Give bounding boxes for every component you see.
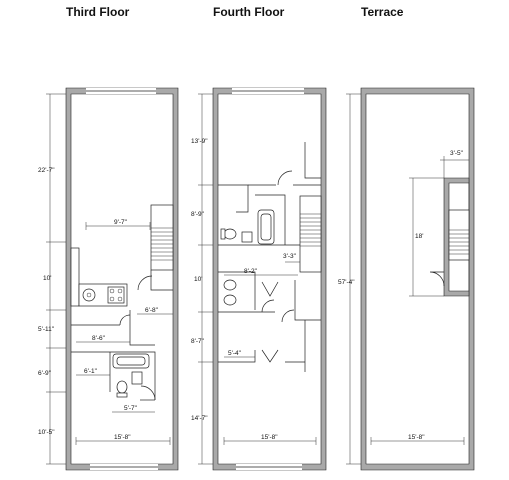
dimension-label: 14'-7" bbox=[191, 415, 208, 422]
bathroom-sink-icon bbox=[241, 231, 253, 243]
dimension-label: 5'-11" bbox=[38, 326, 55, 333]
door-swing bbox=[261, 281, 279, 297]
toilet-icon bbox=[223, 228, 237, 240]
dimension-label: 3'-5" bbox=[450, 150, 464, 157]
dimension-label: 6'-8" bbox=[145, 307, 159, 314]
dimension-label: 3'-3" bbox=[283, 253, 297, 260]
staircase bbox=[150, 204, 174, 271]
fourth-floor-outer-wall bbox=[212, 87, 327, 471]
dimension-label: 8'-7" bbox=[191, 338, 205, 345]
dimension-label: 5'-7" bbox=[124, 405, 138, 412]
stair-treads bbox=[151, 227, 173, 261]
dimension-label: 6'-1" bbox=[84, 368, 98, 375]
dimension-label: 57'-4" bbox=[338, 279, 355, 286]
dimension-label: 13'-9" bbox=[191, 138, 208, 145]
door-swing bbox=[281, 309, 295, 323]
bathroom-wall bbox=[218, 271, 256, 310]
partition-wall bbox=[218, 184, 249, 213]
closet-wall bbox=[294, 280, 321, 321]
bathroom-sink-icon bbox=[131, 371, 143, 385]
door-swing bbox=[261, 349, 279, 363]
dimension-label: 15'-8" bbox=[261, 434, 278, 441]
closet-wall bbox=[304, 142, 321, 179]
dimension-label: 8'-9" bbox=[191, 211, 205, 218]
third-floor-title: Third Floor bbox=[66, 5, 130, 19]
third-floor-plan: 22'-7" 9'-7" 10' 6'-8" 5'-11" 8'-6" 6'-9… bbox=[38, 87, 179, 471]
third-floor-dimension-lines bbox=[46, 93, 173, 465]
partition-wall bbox=[218, 350, 256, 363]
toilet-icon bbox=[223, 294, 237, 306]
fourth-floor-dimension-lines bbox=[198, 93, 317, 465]
bathroom-wall bbox=[255, 194, 286, 245]
terrace-title: Terrace bbox=[361, 5, 404, 19]
stair-treads bbox=[300, 213, 321, 247]
staircase bbox=[448, 209, 470, 261]
fourth-floor-plan: 13'-9" 8'-9" 3'-3" 10' 8'-2" 8'-7" 5'-4"… bbox=[191, 87, 327, 471]
door-swing bbox=[261, 299, 275, 313]
dimension-label: 15'-8" bbox=[114, 434, 131, 441]
door-swing bbox=[429, 271, 445, 287]
kitchen-counter bbox=[70, 247, 80, 307]
stair-landing-wall bbox=[150, 270, 173, 291]
stove-icon bbox=[107, 286, 125, 304]
dimension-label: 22'-7" bbox=[38, 167, 55, 174]
sink-icon bbox=[82, 288, 96, 302]
dimension-label: 8'-6" bbox=[92, 335, 106, 342]
partition-wall bbox=[129, 310, 155, 346]
stair-treads bbox=[449, 229, 469, 255]
bathtub-basin bbox=[116, 356, 146, 366]
dimension-label: 15'-8" bbox=[408, 434, 425, 441]
bathroom-sink-icon bbox=[223, 279, 237, 291]
toilet-icon bbox=[116, 380, 128, 394]
fourth-floor-title: Fourth Floor bbox=[213, 5, 285, 19]
dimension-label: 10'-5" bbox=[38, 429, 55, 436]
bathtub-basin bbox=[260, 213, 272, 241]
door-swing bbox=[140, 385, 156, 401]
dimension-label: 8'-2" bbox=[244, 268, 258, 275]
door-swing bbox=[137, 275, 153, 291]
door-swing bbox=[277, 170, 293, 186]
dimension-label: 10' bbox=[43, 275, 51, 282]
toilet-tank bbox=[116, 392, 128, 398]
terrace-plan: 3'-5" 18' 57'-4" 15'-8" bbox=[338, 87, 475, 471]
dimension-label: 10' bbox=[194, 276, 202, 283]
toilet-tank bbox=[220, 228, 226, 240]
terrace-dimension-lines bbox=[346, 93, 469, 465]
dimension-label: 5'-4" bbox=[228, 350, 242, 357]
dimension-label: 18' bbox=[415, 233, 423, 240]
door-swing bbox=[119, 314, 131, 326]
bathroom-wall bbox=[71, 351, 156, 400]
dimension-label: 9'-7" bbox=[114, 219, 128, 226]
terrace-outer-wall bbox=[360, 87, 475, 471]
sink-drain-icon bbox=[86, 292, 92, 298]
third-floor-outer-wall bbox=[65, 87, 179, 471]
dimension-label: 6'-9" bbox=[38, 370, 52, 377]
